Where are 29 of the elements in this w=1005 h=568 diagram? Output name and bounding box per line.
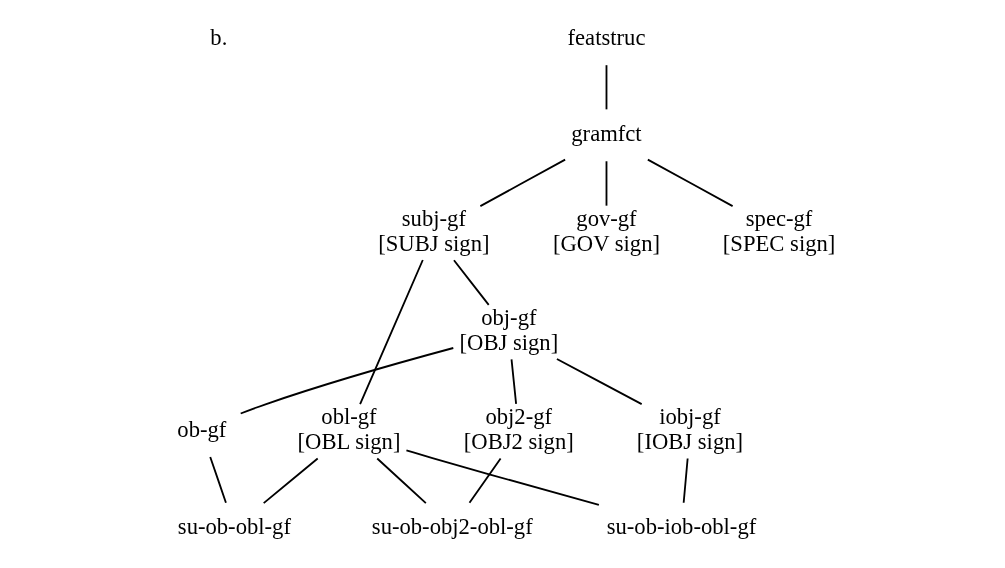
connector: [405, 449, 600, 506]
node-text: obj2-gf [OBJ2 sign]: [463, 403, 574, 455]
connector: [646, 158, 734, 208]
node-text: spec-gf [SPEC sign]: [722, 205, 836, 257]
node-text: gramfct: [571, 120, 642, 146]
node-text: su-ob-iob-obl-gf: [606, 514, 757, 540]
connector: [605, 160, 608, 207]
connector: [209, 456, 227, 504]
label: b.: [210, 24, 228, 50]
connector: [376, 457, 427, 505]
node-text: obj-gf [OBJ sign]: [459, 304, 559, 356]
connector: [479, 158, 567, 208]
connector: [359, 259, 424, 406]
connector: [510, 358, 518, 405]
node-text: iobj-gf [IOBJ sign]: [636, 403, 744, 455]
node-text: obl-gf [OBL sign]: [297, 403, 401, 455]
connector: [556, 358, 643, 405]
node-text: subj-gf [SUBJ sign]: [378, 205, 490, 257]
connector: [239, 347, 455, 415]
node-text: ob-gf: [177, 416, 227, 442]
connector: [605, 64, 608, 111]
node-text: su-ob-obl-gf: [177, 514, 291, 540]
connector: [682, 457, 689, 504]
connector: [262, 457, 319, 505]
node-text: gov-gf [GOV sign]: [552, 205, 661, 257]
node-text: su-ob-obj2-obl-gf: [371, 514, 533, 540]
node-text: featstruc: [567, 24, 646, 50]
connector: [468, 457, 502, 504]
connector: [453, 259, 490, 306]
